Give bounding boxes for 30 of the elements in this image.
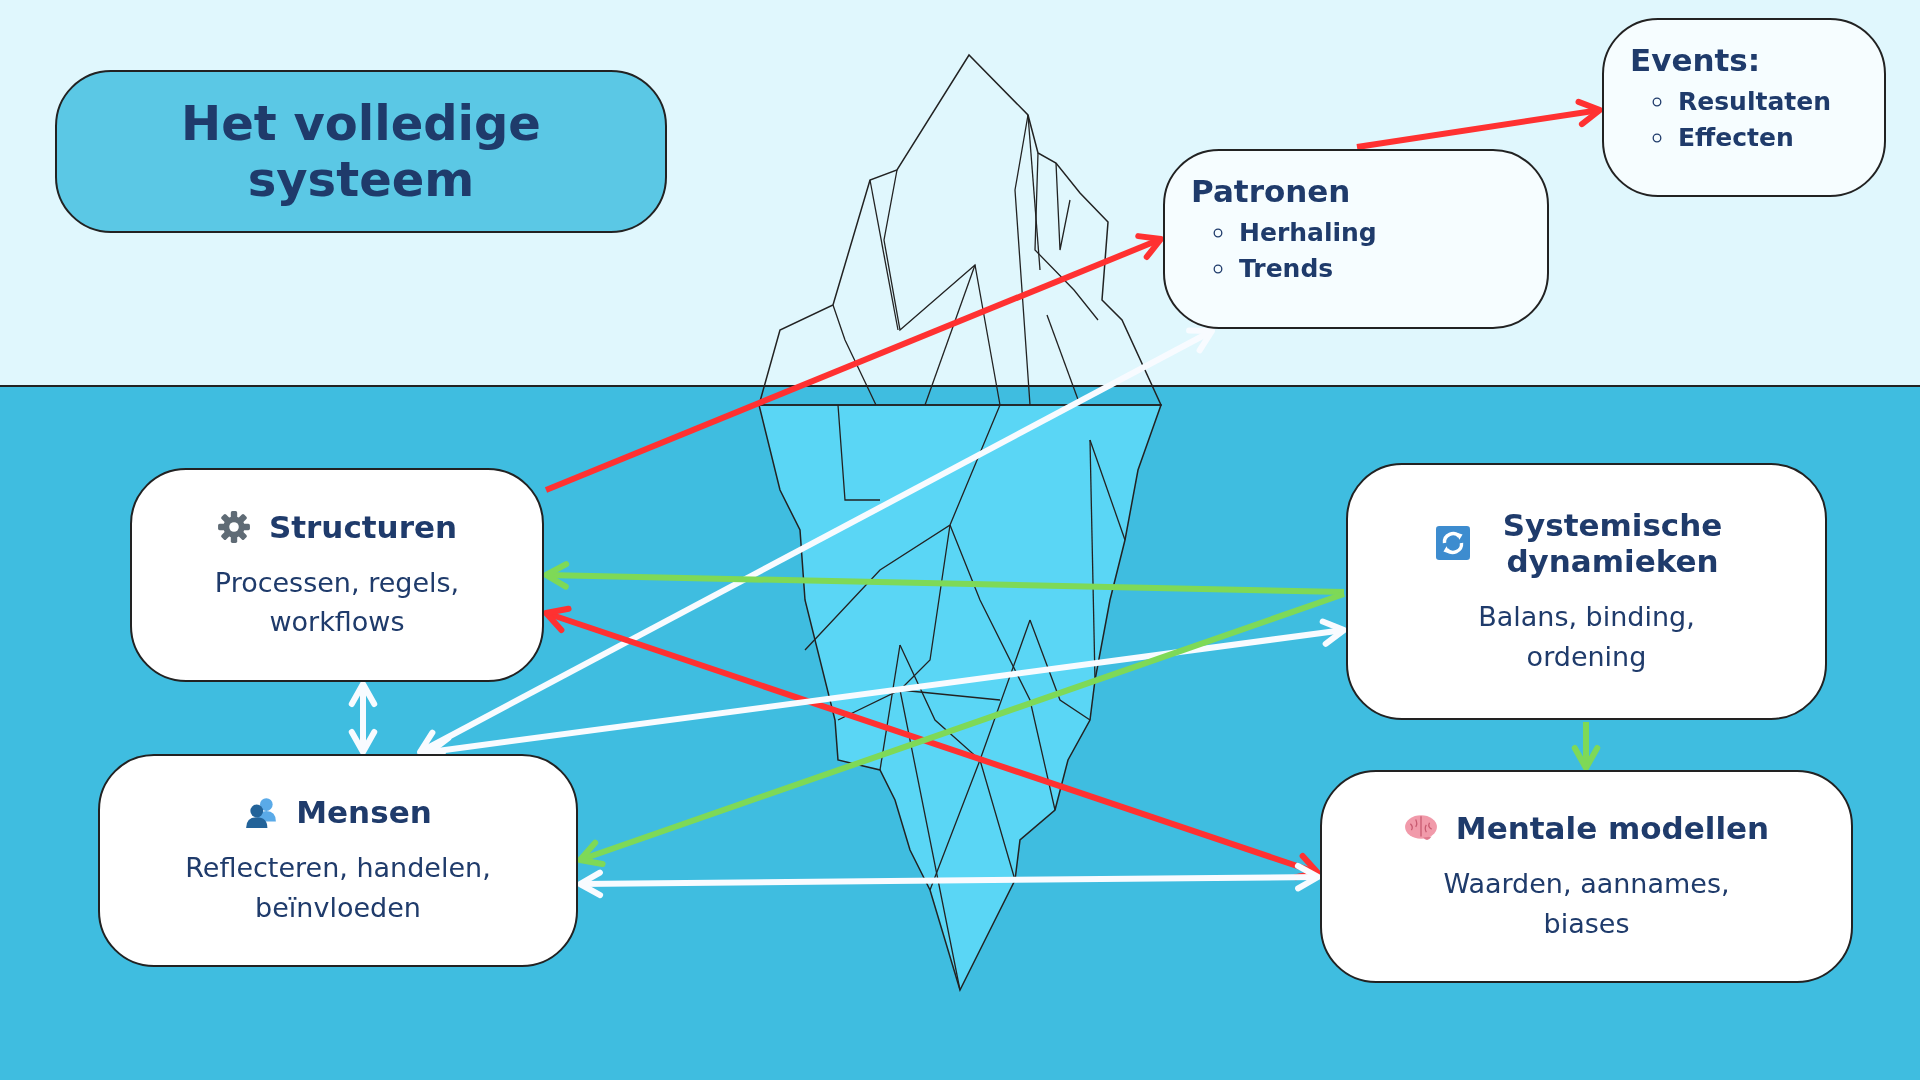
- heading: Events:: [1630, 42, 1762, 78]
- arrow: [417, 327, 1215, 756]
- arrow: [1356, 98, 1603, 150]
- heading: Mentale modellen: [1455, 810, 1770, 847]
- arrow: [544, 233, 1164, 493]
- rounded-box: [1602, 18, 1886, 197]
- list-item: Effecten: [1678, 122, 1794, 155]
- rounded-box: [1163, 149, 1549, 329]
- heading: Mensen: [296, 794, 432, 831]
- rounded-box: [130, 468, 544, 682]
- arrow: [543, 561, 1345, 595]
- rounded-box: [1346, 463, 1827, 720]
- list-item: Herhaling: [1239, 217, 1377, 249]
- description: Waarden, aannames, biases: [1442, 867, 1731, 941]
- heading: Patronen: [1191, 173, 1352, 209]
- title-text: Het volledige systeem: [180, 96, 542, 207]
- heading: Structuren: [268, 508, 458, 545]
- rounded-box: [1320, 770, 1853, 983]
- arrow: [577, 591, 1345, 868]
- description: Reflecteren, handelen, beïnvloeden: [184, 851, 492, 925]
- arrow: [348, 681, 378, 755]
- title-box: [55, 70, 667, 233]
- description: Balans, binding, ordening: [1477, 600, 1696, 674]
- description: Processen, regels, workflows: [213, 565, 461, 639]
- list-item: Resultaten: [1678, 86, 1831, 118]
- arrow: [1571, 722, 1601, 771]
- arrow: [577, 862, 1321, 899]
- heading: Systemische dynamieken: [1501, 507, 1724, 580]
- rounded-box: [98, 754, 578, 967]
- list-item: Trends: [1239, 253, 1334, 286]
